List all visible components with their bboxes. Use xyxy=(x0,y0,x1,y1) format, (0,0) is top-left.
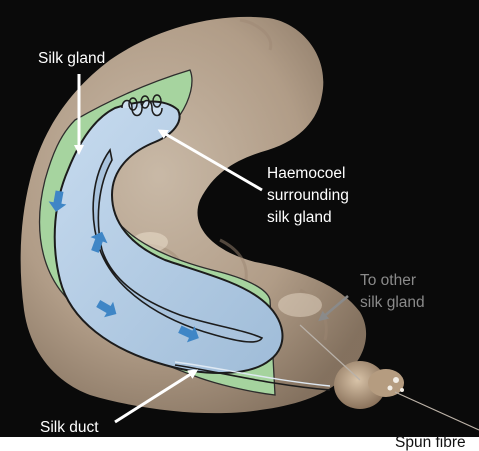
label-silk-duct: Silk duct xyxy=(40,419,99,436)
label-haemocoel-2: surrounding xyxy=(267,187,349,204)
label-haemocoel: Haemocoel xyxy=(267,165,345,182)
label-to-other-2: silk gland xyxy=(360,294,425,311)
label-to-other: To other xyxy=(360,272,416,289)
label-silk-gland: Silk gland xyxy=(38,50,105,67)
label-haemocoel-3: silk gland xyxy=(267,209,332,226)
label-spun-fibre: Spun fibre xyxy=(395,434,466,451)
